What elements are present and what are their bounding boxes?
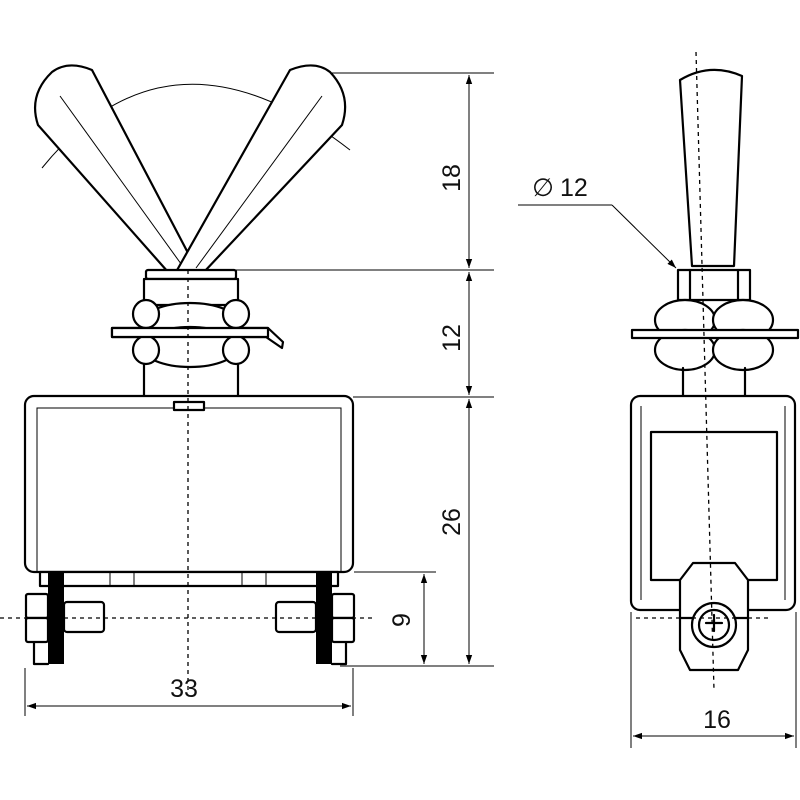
dim-side-width-label: 16 <box>703 706 731 734</box>
lever-left-position <box>34 64 200 274</box>
side-bushing <box>676 268 752 302</box>
lever-collar <box>144 268 238 281</box>
side-body <box>629 394 797 612</box>
dim-body-width-label: 33 <box>170 675 198 703</box>
dim-lever-height-label: 18 <box>438 164 466 192</box>
dim-body-height-label: 26 <box>438 508 466 536</box>
mounting-nut <box>110 298 270 369</box>
dim-bushing-diameter-label: 12 <box>560 174 588 202</box>
side-terminal-screw <box>678 561 750 672</box>
front-view <box>0 64 372 690</box>
side-lever <box>678 68 744 268</box>
lever-right-position <box>174 64 347 274</box>
bushing <box>142 277 240 307</box>
front-dimensions: 18 12 26 9 33 <box>24 72 494 716</box>
base-plate <box>38 570 340 588</box>
side-nut <box>630 298 800 372</box>
side-dimensions: ∅ 12 16 <box>518 174 797 748</box>
side-view <box>629 51 800 691</box>
switch-body <box>23 394 355 574</box>
dim-diameter-symbol: ∅ <box>532 174 554 202</box>
terminal-right <box>274 572 356 666</box>
dim-terminal-offset-label: 9 <box>388 613 416 627</box>
dim-bushing-height-label: 12 <box>438 324 466 352</box>
side-centerline-vertical <box>695 51 715 691</box>
